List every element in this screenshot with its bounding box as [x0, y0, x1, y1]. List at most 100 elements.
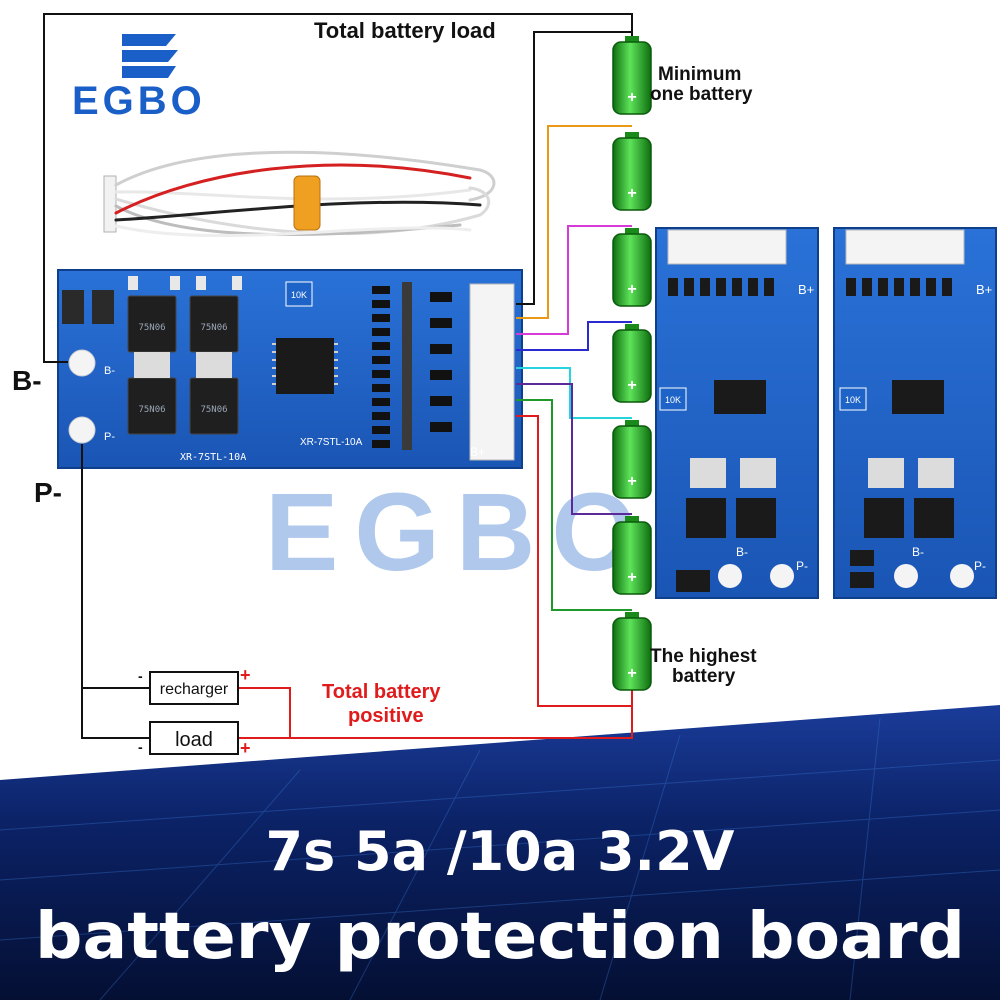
wire-sense-red [516, 415, 632, 707]
battery-body [612, 233, 652, 307]
pad-b-minus [68, 349, 96, 377]
pad-p-minus-label: P- [104, 431, 115, 443]
side-board-1-resistor-label: 10K [665, 395, 681, 405]
battery-terminal [625, 612, 639, 620]
wire-harness-image [103, 150, 496, 238]
load-minus: - [138, 739, 143, 755]
resistor-10k-label: 10K [291, 290, 307, 300]
banner-title-line2: battery protection board [35, 900, 965, 974]
wiring [43, 13, 633, 739]
battery-plus-sign: + [627, 185, 636, 202]
battery-cell: + [612, 420, 652, 499]
label-total-battery-positive-2: positive [348, 705, 424, 727]
battery-cell: + [612, 612, 652, 691]
label-p-minus: P- [34, 477, 62, 508]
side-board-2: 10K B+ B- P- [833, 227, 997, 599]
label-highest-battery-2: battery [672, 666, 736, 687]
battery-terminal [625, 132, 639, 140]
side-board-2-p-minus: P- [974, 559, 986, 573]
watermark-text: EGBO [265, 471, 653, 594]
mosfet-tabs [134, 352, 232, 378]
side-board-1-b-minus: B- [736, 545, 748, 559]
recharger-minus: - [138, 668, 143, 684]
battery-terminal [625, 516, 639, 524]
side-board-1: 10K B+ B- P- [655, 227, 819, 599]
battery-cell: + [612, 132, 652, 211]
mosfet-label: 75N06 [200, 323, 227, 333]
mosfet-label: 75N06 [138, 405, 165, 415]
label-total-battery-load: Total battery load [314, 18, 496, 43]
wire-p-minus [81, 444, 150, 739]
battery-stack: + + + + + + + [612, 36, 652, 691]
side-board-2-b-plus: B+ [976, 282, 992, 297]
side-board-2-b-minus: B- [912, 545, 924, 559]
battery-body [612, 521, 652, 595]
battery-body [612, 329, 652, 403]
battery-body [612, 41, 652, 115]
wire-sense-cyan [516, 367, 632, 419]
wire-sense-blue [516, 321, 632, 351]
mosfet-label: 75N06 [200, 405, 227, 415]
pad-b-plus-label: B+ [470, 445, 485, 459]
battery-body [612, 137, 652, 211]
label-minimum-battery-2: one battery [650, 84, 753, 105]
side-board-1-b-plus: B+ [798, 282, 814, 297]
wire-sense-orange [516, 125, 632, 319]
wire-sense-green [516, 399, 632, 611]
label-minimum-battery-1: Minimum [658, 64, 741, 85]
battery-plus-sign: + [627, 665, 636, 682]
side-board-1-p-minus: P- [796, 559, 808, 573]
battery-plus-sign: + [627, 377, 636, 394]
battery-plus-sign: + [627, 281, 636, 298]
battery-terminal [625, 420, 639, 428]
battery-plus-sign: + [627, 569, 636, 586]
recharger-label: recharger [160, 681, 229, 698]
battery-cell: + [612, 324, 652, 403]
mosfet-group [127, 295, 239, 435]
side-board-2-resistor-label: 10K [845, 395, 861, 405]
banner-grid-lines [0, 717, 1000, 1000]
label-highest-battery-1: The highest [650, 646, 757, 667]
load-box: load [149, 721, 239, 755]
pad-b-minus-label: B- [104, 365, 115, 377]
capacitor-column [402, 282, 412, 450]
load-label: load [175, 729, 213, 751]
wire-sense-black [516, 31, 632, 305]
protection-ic [276, 338, 334, 394]
battery-terminal [625, 36, 639, 44]
main-protection-board: 75N06 75N06 75N06 75N06 10K [57, 269, 523, 469]
resistor-array [372, 286, 452, 448]
wire-b-minus-to-battery [43, 13, 633, 363]
ic-pins [272, 343, 338, 385]
battery-cell: + [612, 36, 652, 115]
balance-connector [469, 283, 515, 461]
battery-terminal [625, 324, 639, 332]
board-model-label: XR-7STL-10A [300, 437, 363, 448]
smd-components [128, 276, 242, 290]
battery-cell: + [612, 228, 652, 307]
banner: 7s 5a /10a 3.2V battery protection board [0, 705, 1000, 1000]
label-b-minus: B- [12, 365, 42, 396]
board-model-label: XR-7STL-10A [180, 452, 246, 463]
resistor-10k [285, 281, 313, 307]
label-total-battery-positive-1: Total battery [322, 681, 441, 703]
shunt-resistor [62, 290, 84, 324]
load-plus: + [240, 738, 251, 758]
recharger-plus: + [240, 665, 251, 685]
banner-background [0, 705, 1000, 1000]
shunt-resistor [92, 290, 114, 324]
battery-cell: + [612, 516, 652, 595]
battery-body [612, 425, 652, 499]
battery-terminal [625, 228, 639, 236]
logo-text: EGBO [72, 79, 206, 123]
wire-sense-purple [516, 383, 632, 515]
battery-body [612, 617, 652, 691]
mosfet-label: 75N06 [138, 323, 165, 333]
wire-sense-magenta [516, 225, 632, 335]
recharger-box: recharger [149, 671, 239, 705]
battery-plus-sign: + [627, 89, 636, 106]
battery-plus-sign: + [627, 473, 636, 490]
pad-p-minus [68, 416, 96, 444]
